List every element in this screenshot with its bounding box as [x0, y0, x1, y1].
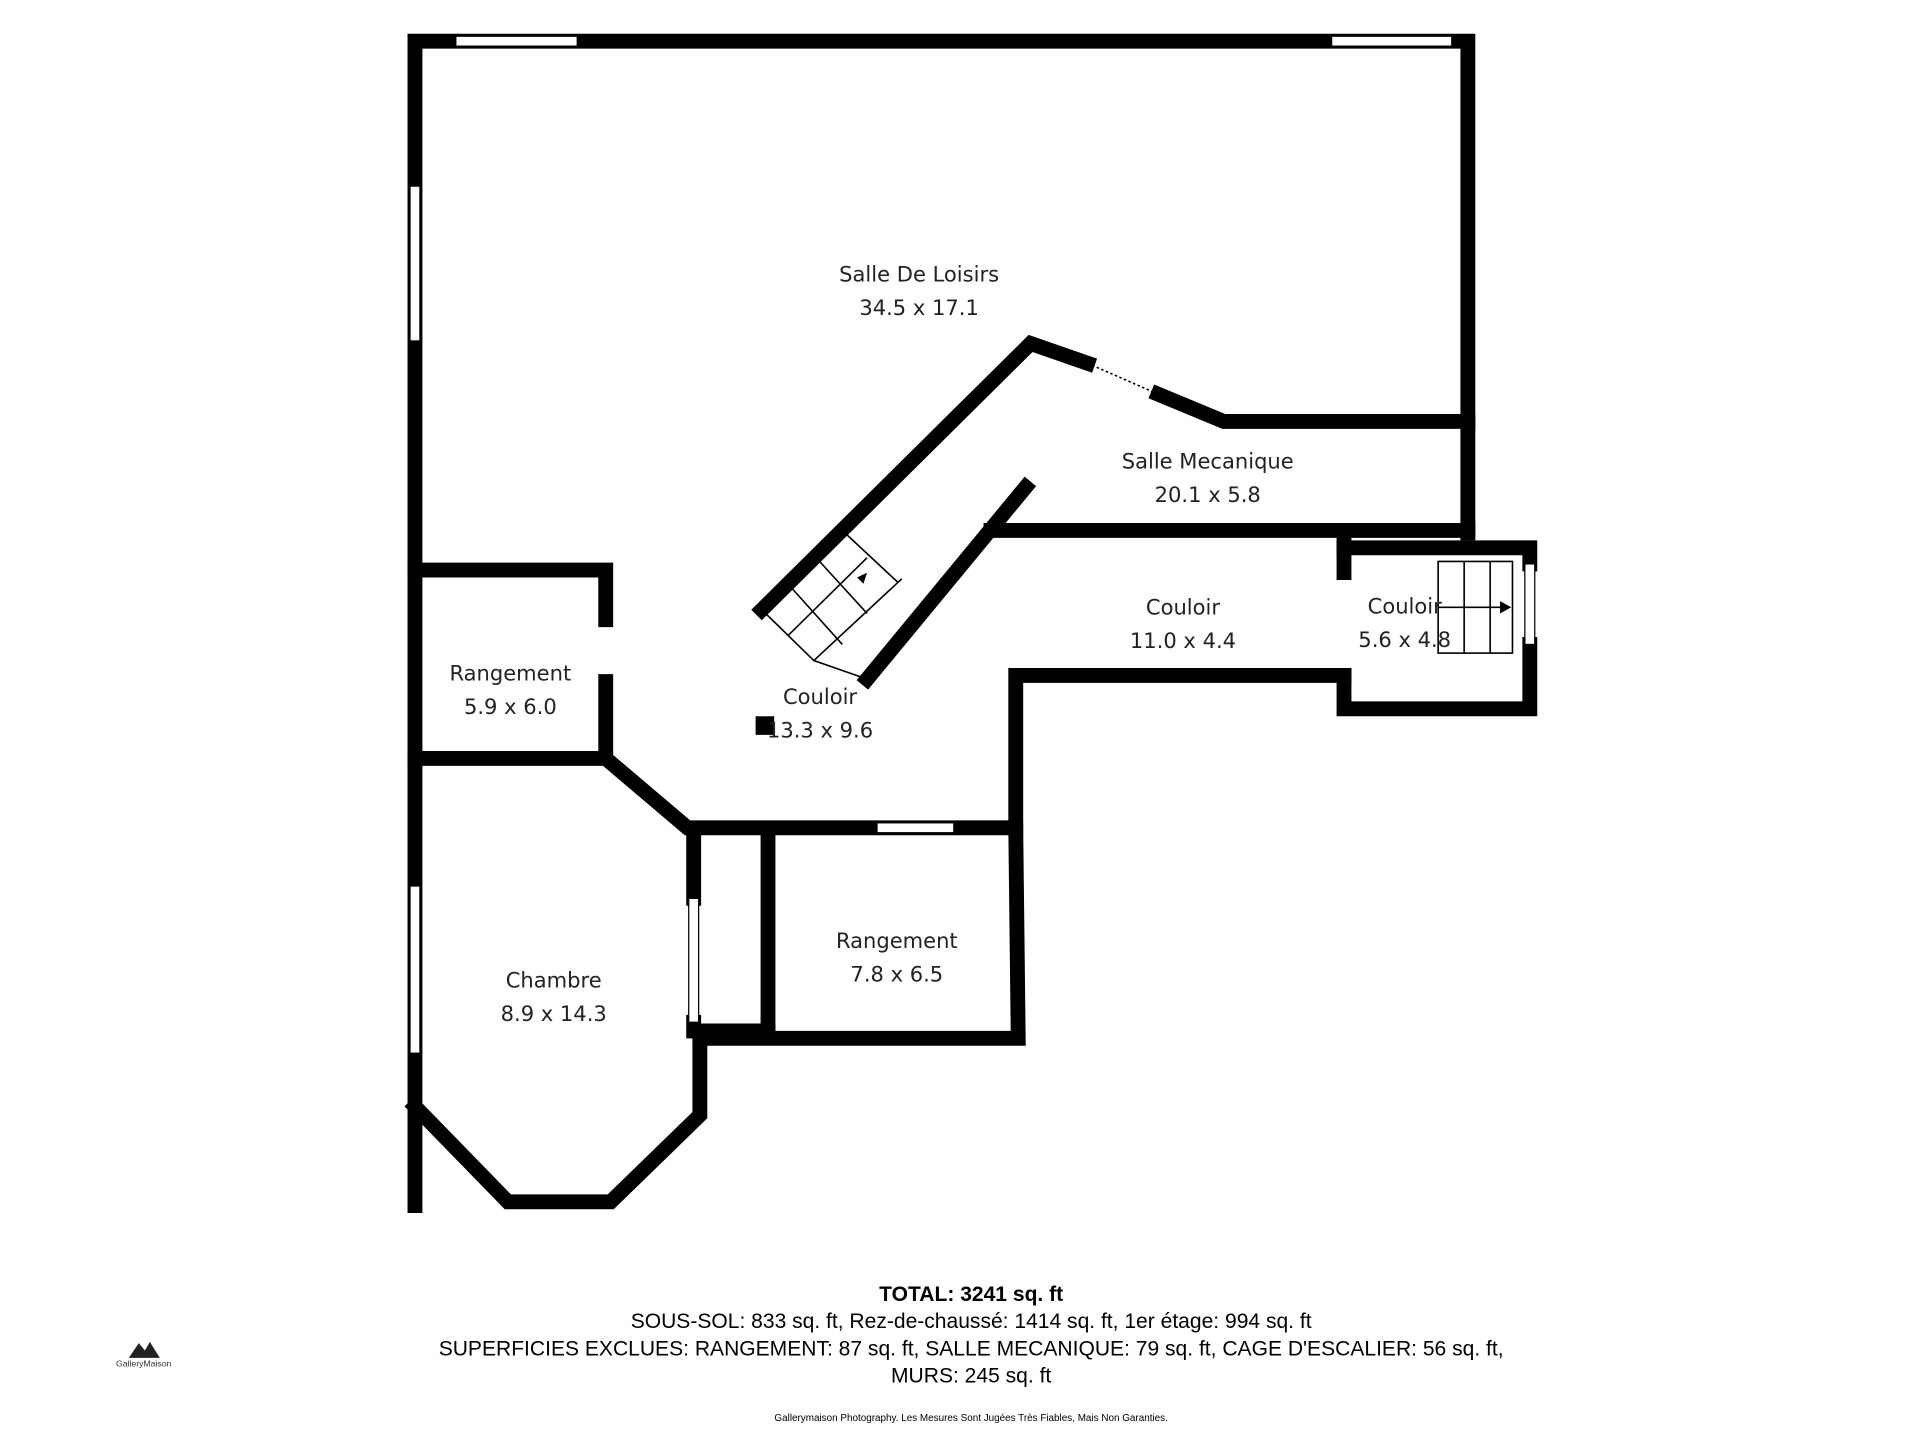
room-name: Rangement: [449, 660, 571, 685]
room-name: Couloir: [1146, 595, 1220, 620]
logo-text: GalleryMaison: [116, 1359, 172, 1369]
room-dims: 5.6 x 4.8: [1358, 627, 1451, 652]
windows: [409, 35, 1536, 1054]
total-area: TOTAL: 3241 sq. ft: [879, 1283, 1063, 1306]
summary: TOTAL: 3241 sq. ft SOUS-SOL: 833 sq. ft,…: [439, 1283, 1504, 1424]
room-dims: 34.5 x 17.1: [859, 295, 979, 320]
room-dims: 7.8 x 6.5: [850, 961, 943, 986]
room-name: Salle Mecanique: [1122, 449, 1294, 474]
stairs-right: [1437, 560, 1514, 654]
room-name: Chambre: [506, 968, 602, 993]
room-dims: 11.0 x 4.4: [1130, 628, 1236, 653]
room-name: Couloir: [783, 684, 857, 709]
walls: [404, 33, 1538, 1214]
room-name: Salle De Loisirs: [839, 261, 999, 286]
room-name: Rangement: [836, 928, 958, 953]
room-dims: 20.1 x 5.8: [1155, 482, 1261, 507]
room-dims: 5.9 x 6.0: [464, 694, 557, 719]
room-name: Couloir: [1368, 593, 1442, 618]
pillar: [755, 716, 775, 735]
level-areas: SOUS-SOL: 833 sq. ft, Rez-de-chaussé: 14…: [631, 1310, 1312, 1333]
room-dims: 13.3 x 9.6: [767, 717, 873, 742]
logo: GalleryMaison: [116, 1341, 172, 1369]
logo-mountain-icon: [128, 1341, 160, 1358]
excluded-areas: SUPERFICIES EXCLUES: RANGEMENT: 87 sq. f…: [439, 1337, 1504, 1360]
room-labels: Salle De Loisirs 34.5 x 17.1 Salle Mecan…: [449, 261, 1451, 1026]
room-dims: 8.9 x 14.3: [501, 1001, 607, 1026]
disclaimer: Gallerymaison Photography. Les Mesures S…: [774, 1413, 1167, 1424]
walls-area: MURS: 245 sq. ft: [891, 1365, 1051, 1388]
staircase: [761, 529, 903, 680]
